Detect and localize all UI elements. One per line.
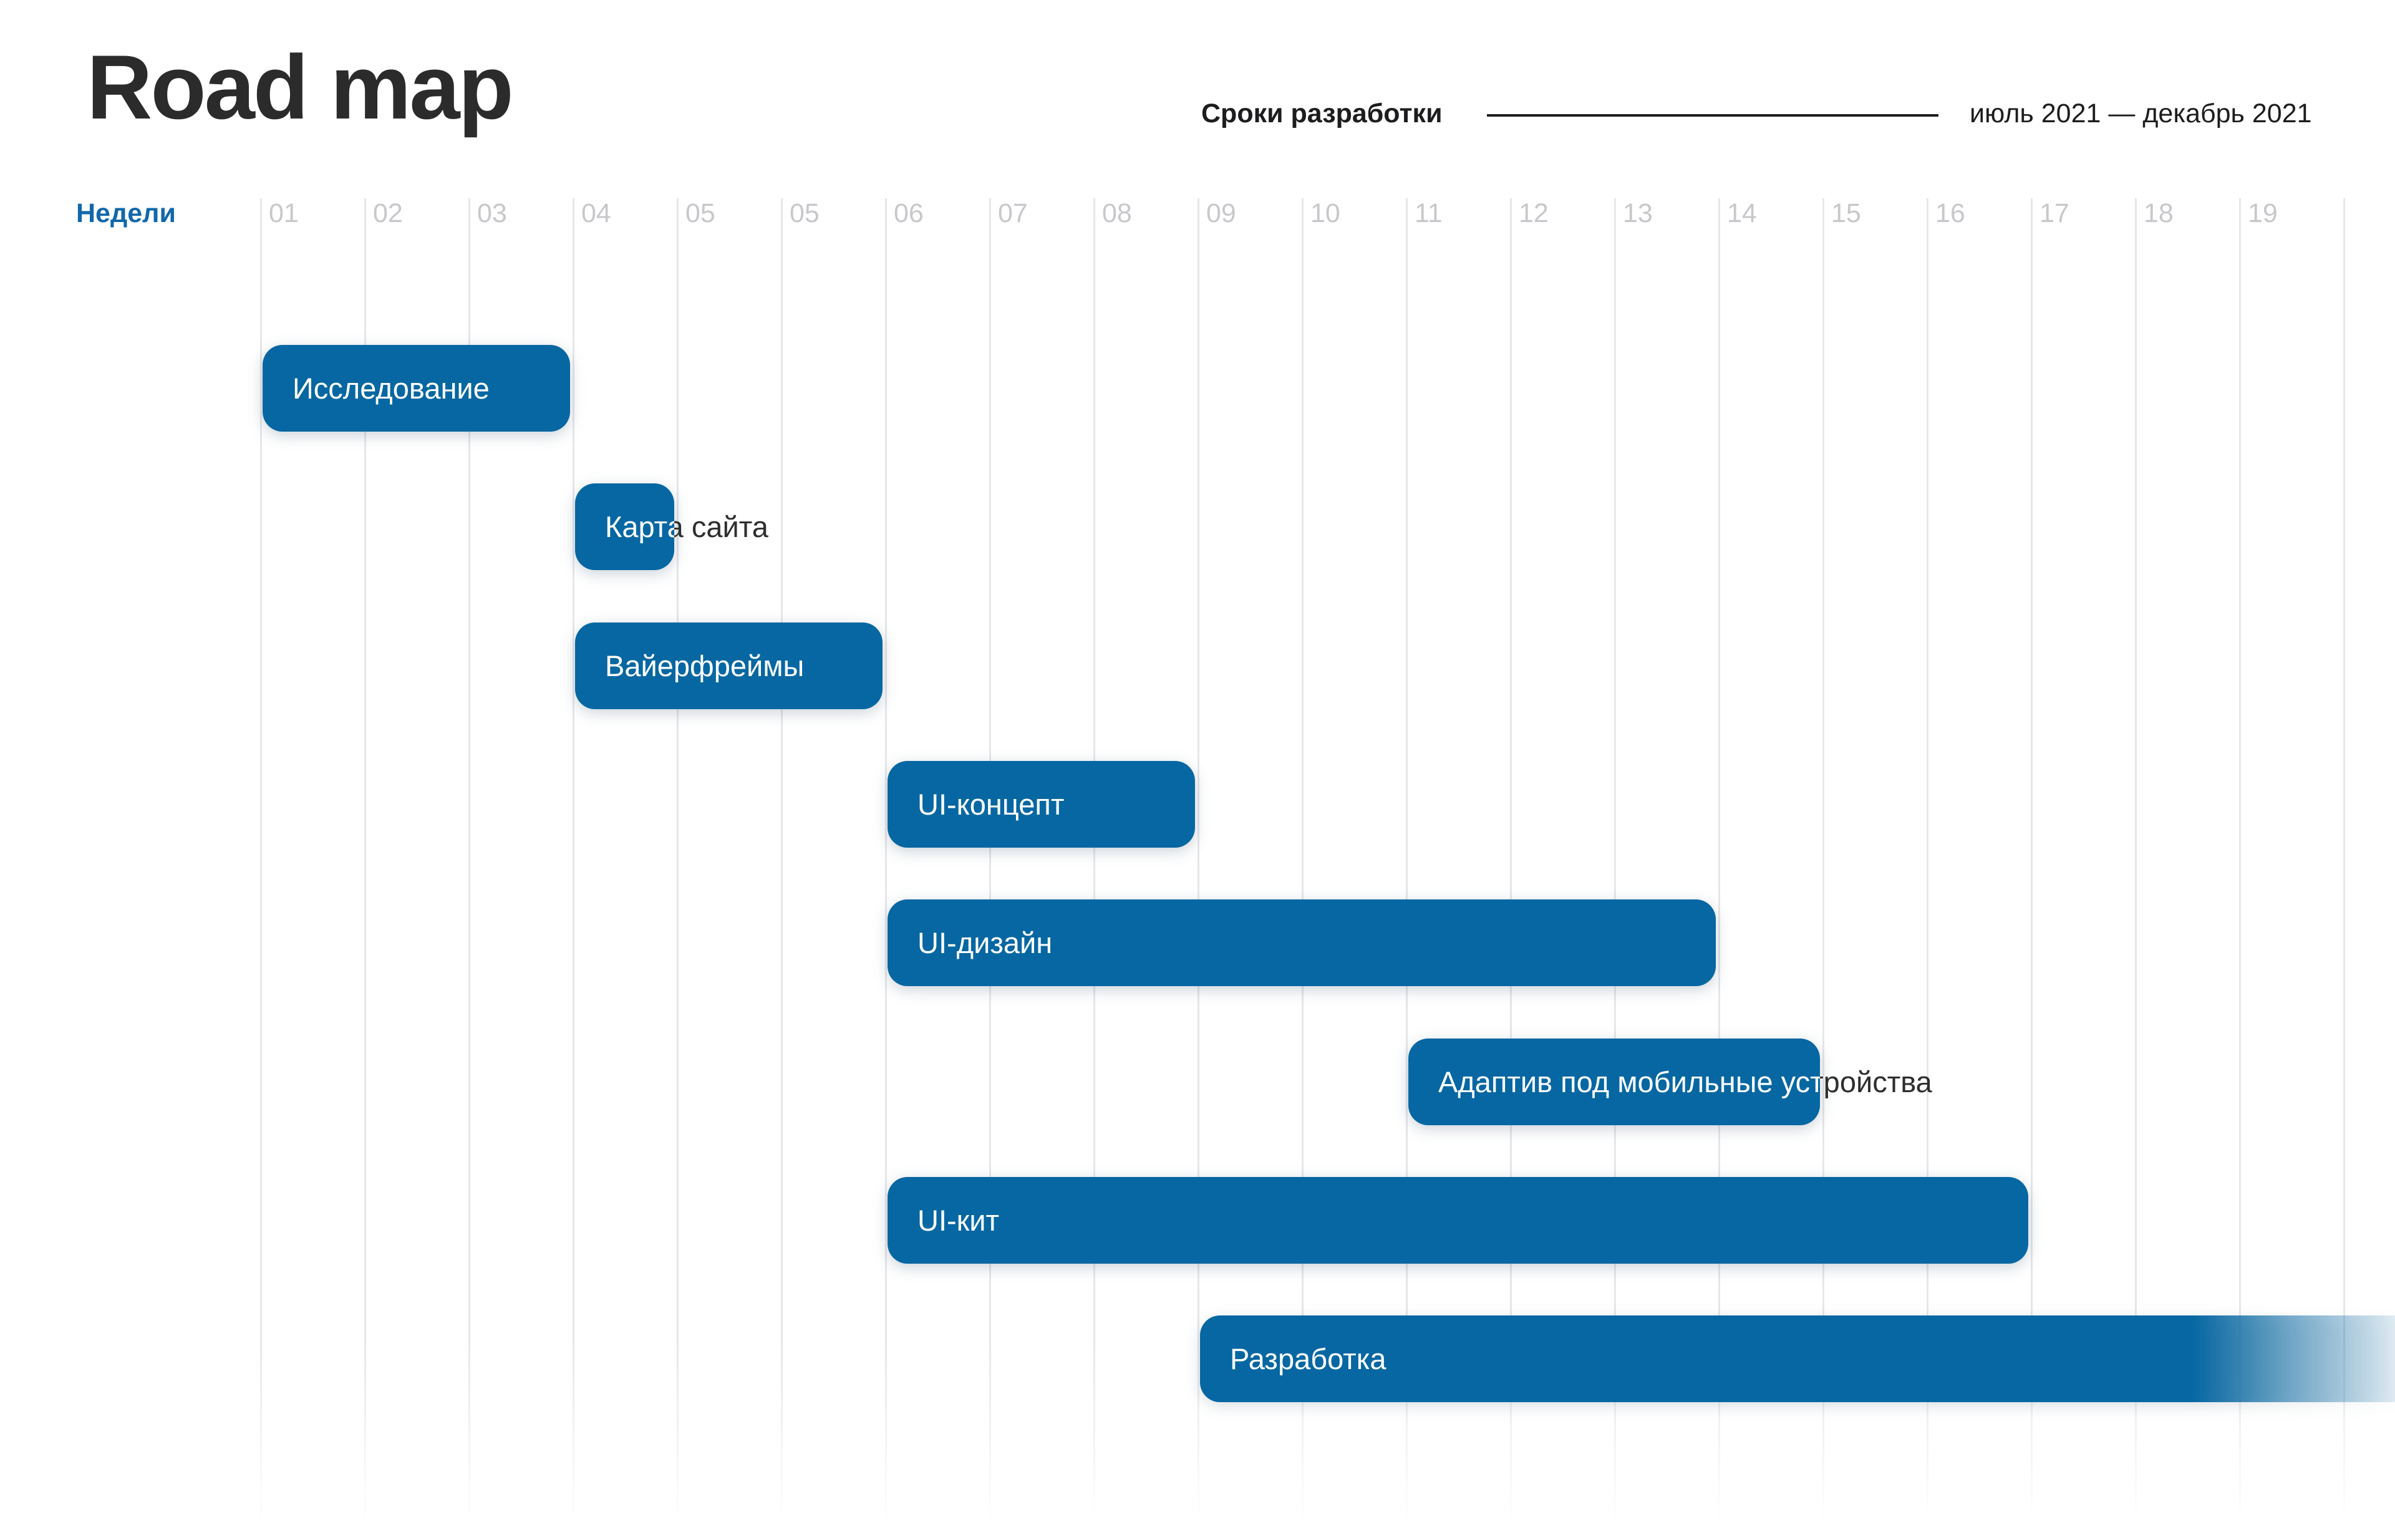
- week-label: 09: [1206, 198, 1236, 228]
- legend-divider-line: [1487, 114, 1938, 117]
- task-label: Исследование: [293, 372, 490, 405]
- grid-line: [677, 198, 679, 1527]
- week-label: 04: [581, 198, 611, 228]
- task-label: Карта сайта: [605, 510, 674, 543]
- weeks-axis-label: Недели: [76, 198, 176, 228]
- week-label: 15: [1831, 198, 1861, 228]
- grid-line: [1718, 198, 1720, 1527]
- grid-line: [2135, 198, 2137, 1527]
- page-title: Road map: [87, 36, 514, 138]
- task-label: UI-концепт: [917, 788, 1065, 821]
- task-bar: Вайерфреймы: [575, 622, 883, 709]
- task-bar: UI-кит: [888, 1177, 2028, 1264]
- grid-line: [573, 198, 574, 1527]
- grid-line: [2031, 198, 2033, 1527]
- task-bar: UI-дизайн: [888, 899, 1716, 986]
- grid-line: [1406, 198, 1408, 1527]
- legend-period: июль 2021 — декабрь 2021: [1970, 99, 2312, 128]
- week-label: 05: [790, 198, 820, 228]
- grid-line: [1510, 198, 1512, 1527]
- week-label: 11: [1415, 198, 1443, 228]
- task-label: Адаптив под мобильные устройства: [1438, 1065, 1820, 1098]
- grid-line: [781, 198, 783, 1527]
- grid-line: [989, 198, 991, 1527]
- week-label: 18: [2144, 198, 2174, 228]
- grid-line: [2239, 198, 2241, 1527]
- grid-line: [1614, 198, 1616, 1527]
- grid-line: [1093, 198, 1095, 1527]
- week-label: 12: [1519, 198, 1549, 228]
- week-label: 14: [1727, 198, 1757, 228]
- grid-line: [260, 198, 262, 1527]
- task-bar: Исследование: [263, 345, 570, 432]
- week-label: 07: [998, 198, 1028, 228]
- week-label: 05: [685, 198, 715, 228]
- week-label: 17: [2039, 198, 2069, 228]
- task-label: Разработка: [1230, 1342, 1386, 1375]
- grid-line: [885, 198, 887, 1527]
- week-label: 02: [373, 198, 403, 228]
- grid-line: [468, 198, 470, 1527]
- week-label: 06: [894, 198, 924, 228]
- week-label: 16: [1935, 198, 1965, 228]
- grid-line: [1198, 198, 1199, 1527]
- task-label: Вайерфреймы: [605, 649, 805, 682]
- legend-label: Сроки разработки: [1201, 99, 1443, 128]
- task-label: UI-дизайн: [917, 926, 1053, 959]
- task-bar: Адаптив под мобильные устройства: [1408, 1039, 1820, 1125]
- task-bar: Карта сайта: [575, 483, 674, 570]
- grid-line: [1302, 198, 1304, 1527]
- week-label: 13: [1623, 198, 1653, 228]
- grid-line: [1927, 198, 1928, 1527]
- task-bar: UI-концепт: [888, 761, 1195, 848]
- grid-line: [2343, 198, 2345, 1527]
- grid-line: [1822, 198, 1824, 1527]
- week-label: 03: [477, 198, 507, 228]
- week-label: 01: [269, 198, 299, 228]
- task-bar: Разработка: [1200, 1315, 2395, 1402]
- week-label: 08: [1102, 198, 1132, 228]
- week-label: 10: [1310, 198, 1340, 228]
- task-label: UI-кит: [917, 1204, 999, 1237]
- week-label: 19: [2248, 198, 2278, 228]
- grid-line: [364, 198, 366, 1527]
